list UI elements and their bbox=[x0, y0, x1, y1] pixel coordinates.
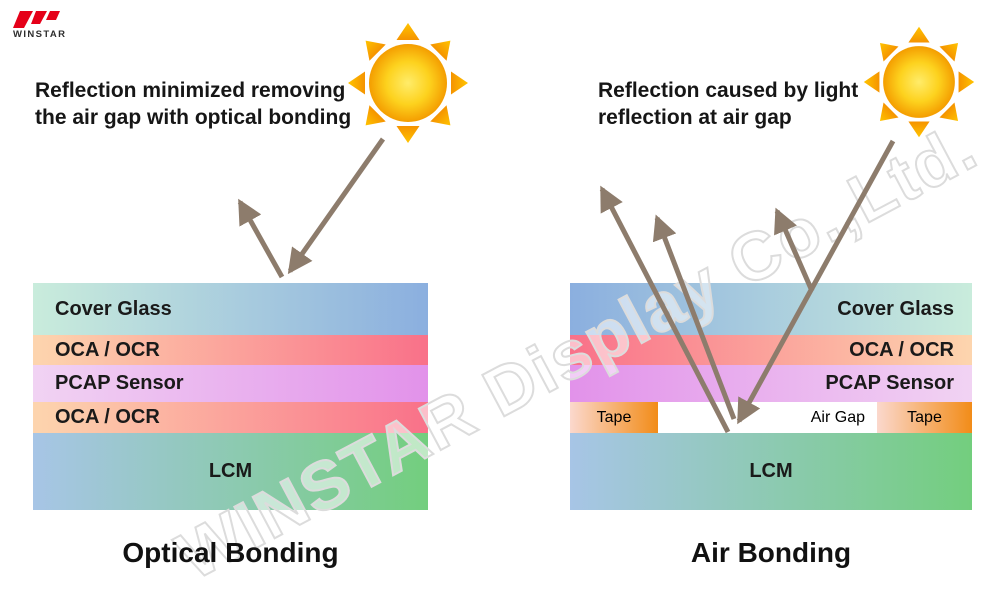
right-headline-line2: reflection at air gap bbox=[598, 106, 792, 129]
layer-label: OCA / OCR bbox=[55, 406, 160, 428]
layer-label: LCM bbox=[208, 460, 253, 482]
optical-bonding-stack: Cover Glass OCA / OCR PCAP Sensor OCA / … bbox=[33, 283, 428, 510]
tape-block-right: Tape bbox=[877, 402, 972, 433]
left-headline-line1: Reflection minimized removing bbox=[35, 79, 346, 102]
air-gap-reflection-ray-2 bbox=[599, 185, 731, 434]
layer-label: OCA / OCR bbox=[55, 338, 160, 361]
air-bonding-title: Air Bonding bbox=[690, 537, 852, 568]
air-gap-block: Air Gap bbox=[658, 402, 877, 433]
tape-label: Tape bbox=[907, 408, 942, 426]
layer-pcap-sensor: PCAP Sensor bbox=[570, 365, 972, 402]
optical-bonding-title: Optical Bonding bbox=[122, 537, 339, 568]
tape-label: Tape bbox=[596, 408, 632, 426]
surface-reflection-ray bbox=[774, 207, 815, 293]
incident-ray-left bbox=[287, 137, 386, 275]
layer-cover-glass: Cover Glass bbox=[33, 283, 428, 335]
layer-label: Cover Glass bbox=[837, 297, 954, 320]
layer-label: Cover Glass bbox=[55, 297, 172, 320]
air-gap-reflection-ray-1 bbox=[652, 214, 737, 420]
air-bonding-stack: Cover Glass OCA / OCR PCAP Sensor Tape A… bbox=[570, 283, 972, 510]
sun-icon-right bbox=[863, 26, 975, 138]
right-headline: Reflection caused by light reflection at… bbox=[598, 77, 858, 131]
layer-label: PCAP Sensor bbox=[825, 372, 954, 394]
winstar-logo-text: WINSTAR bbox=[13, 29, 67, 40]
tape-block-left: Tape bbox=[570, 402, 658, 433]
right-headline-line1: Reflection caused by light bbox=[598, 79, 859, 102]
reflected-ray-left bbox=[237, 198, 285, 279]
layer-label: PCAP Sensor bbox=[55, 372, 184, 394]
layer-cover-glass: Cover Glass bbox=[570, 283, 972, 335]
layer-label: LCM bbox=[749, 460, 793, 482]
winstar-logo-icon bbox=[13, 11, 60, 28]
air-gap-label: Air Gap bbox=[810, 408, 865, 426]
layer-lcm: LCM bbox=[570, 433, 972, 510]
layer-oca-ocr-top: OCA / OCR bbox=[33, 335, 428, 365]
layer-pcap-sensor: PCAP Sensor bbox=[33, 365, 428, 402]
layer-label: OCA / OCR bbox=[849, 338, 954, 361]
air-gap-row: Tape Air Gap Tape bbox=[570, 402, 972, 433]
sun-icon-left bbox=[348, 23, 468, 143]
left-headline: Reflection minimized removing the air ga… bbox=[35, 77, 351, 131]
layer-lcm: LCM bbox=[33, 433, 428, 510]
incident-ray-right bbox=[736, 139, 896, 425]
layer-oca-ocr-bottom: OCA / OCR bbox=[33, 402, 428, 433]
left-headline-line2: the air gap with optical bonding bbox=[35, 106, 352, 129]
